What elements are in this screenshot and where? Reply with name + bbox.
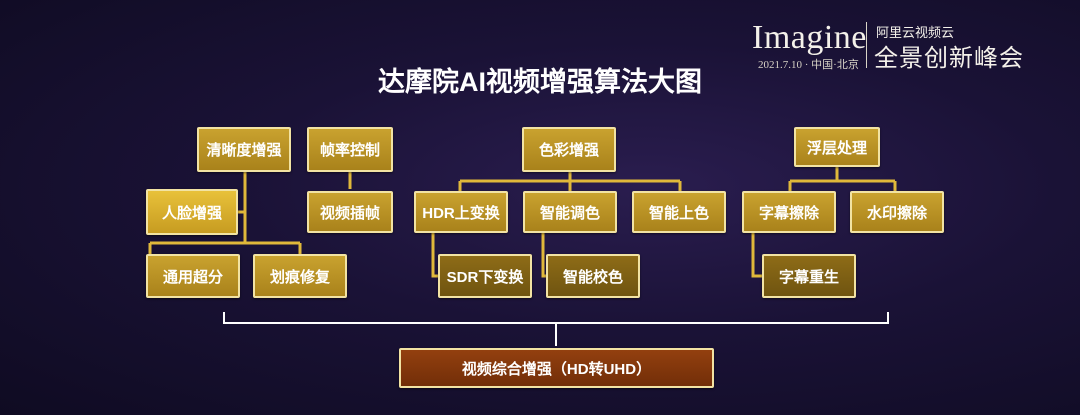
node-color-enhancement: 色彩增强 [522, 127, 616, 172]
node-frame-interpolation: 视频插帧 [307, 191, 393, 233]
node-sdr-downconvert: SDR下变换 [438, 254, 532, 298]
node-framerate-control: 帧率控制 [307, 127, 393, 172]
node-hdr-upconvert: HDR上变换 [414, 191, 508, 233]
node-face-enhancement: 人脸增强 [146, 189, 238, 235]
node-watermark-removal: 水印擦除 [850, 191, 944, 233]
brand-organizer: 阿里云视频云 [876, 25, 955, 40]
diagram-title: 达摩院AI视频增强算法大图 [378, 67, 702, 97]
node-subtitle-regeneration: 字幕重生 [762, 254, 856, 298]
connector-color [431, 172, 682, 278]
event-brand: Imagine 2021.7.10 · 中国·北京 阿里云视频云 全景创新峰会 [748, 18, 1040, 72]
node-clarity-enhancement: 清晰度增强 [197, 127, 291, 172]
connector-overlay [751, 167, 897, 278]
node-smart-correction: 智能校色 [546, 254, 640, 298]
node-subtitle-removal: 字幕擦除 [742, 191, 836, 233]
brand-divider [866, 22, 867, 68]
node-composite-enhancement: 视频综合增强（HD转UHD） [399, 348, 714, 388]
node-smart-grading: 智能调色 [523, 191, 617, 233]
brand-event-name: 全景创新峰会 [874, 44, 1024, 72]
node-overlay-processing: 浮层处理 [794, 127, 880, 167]
brand-date-place: 2021.7.10 · 中国·北京 [758, 59, 859, 71]
node-scratch-repair: 划痕修复 [253, 254, 347, 298]
node-smart-colorize: 智能上色 [632, 191, 726, 233]
node-super-resolution: 通用超分 [146, 254, 240, 298]
brand-wordmark: Imagine [752, 19, 867, 56]
brace-bracket [223, 312, 889, 346]
